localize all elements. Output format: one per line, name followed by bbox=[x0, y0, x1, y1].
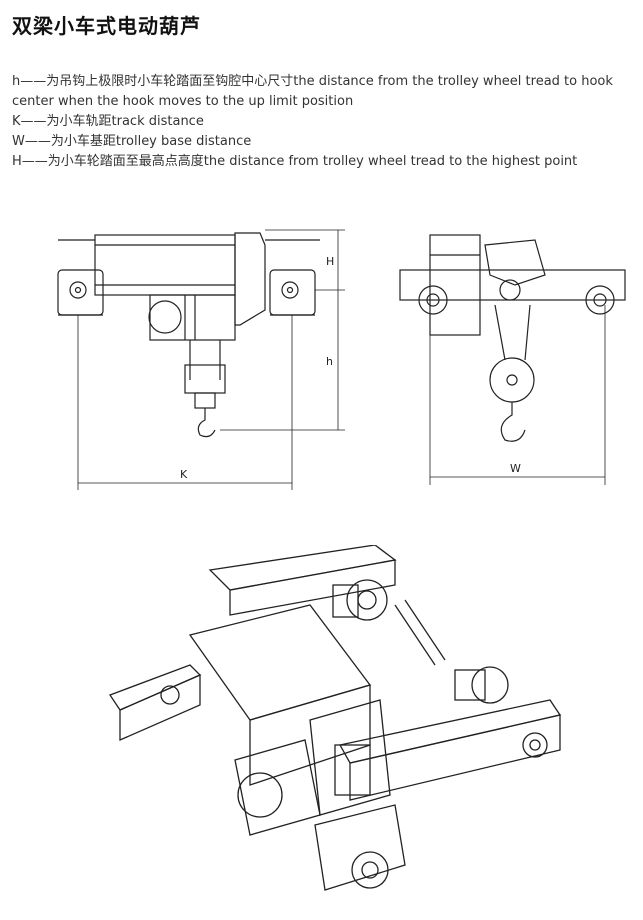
front-view-drawing: K H h bbox=[57, 229, 345, 490]
legend-h-line1: h——为吊钩上极限时小车轮踏面至钩腔中心尺寸the distance from … bbox=[12, 74, 613, 89]
legend: h——为吊钩上极限时小车轮踏面至钩腔中心尺寸the distance from … bbox=[12, 72, 632, 172]
legend-h-line2: center when the hook moves to the up lim… bbox=[12, 94, 354, 109]
label-W: W bbox=[510, 462, 521, 475]
side-view-drawing: W bbox=[399, 234, 626, 485]
legend-k: K——为小车轨距track distance bbox=[12, 114, 204, 129]
isometric-drawing bbox=[109, 545, 562, 891]
page-title: 双梁小车式电动葫芦 bbox=[12, 14, 201, 38]
legend-w: W——为小车基距trolley base distance bbox=[12, 134, 252, 149]
legend-H: H——为小车轮踏面至最高点高度the distance from trolley… bbox=[12, 154, 578, 169]
label-H: H bbox=[326, 255, 334, 268]
label-h: h bbox=[326, 355, 333, 368]
label-K: K bbox=[180, 468, 188, 481]
